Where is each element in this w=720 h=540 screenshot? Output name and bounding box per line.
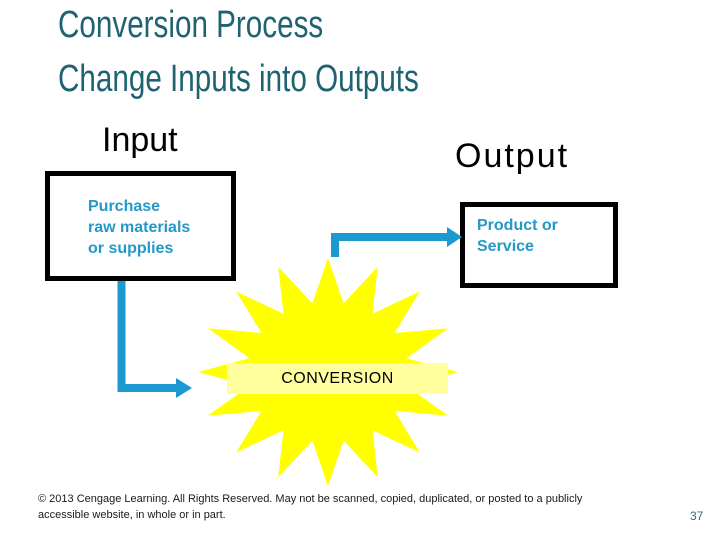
conversion-to-output-arrow-icon <box>331 227 462 257</box>
conversion-label: CONVERSION <box>281 369 394 387</box>
input-box: Purchase raw materials or supplies <box>45 171 236 281</box>
copyright-text: © 2013 Cengage Learning. All Rights Rese… <box>38 493 583 521</box>
input-box-text: Purchase raw materials or supplies <box>88 198 191 257</box>
output-box-text: Product or Service <box>477 217 558 255</box>
page-number: 37 <box>690 509 704 523</box>
output-box: Product or Service <box>460 202 618 288</box>
input-column-label: Input <box>102 121 178 159</box>
input-to-conversion-arrow-icon <box>117 281 192 398</box>
title-line-1: Conversion Process <box>58 4 324 46</box>
output-column-label: Output <box>455 137 570 175</box>
title-line-2: Change Inputs into Outputs <box>58 58 419 100</box>
conversion-banner: CONVERSION <box>227 363 448 394</box>
